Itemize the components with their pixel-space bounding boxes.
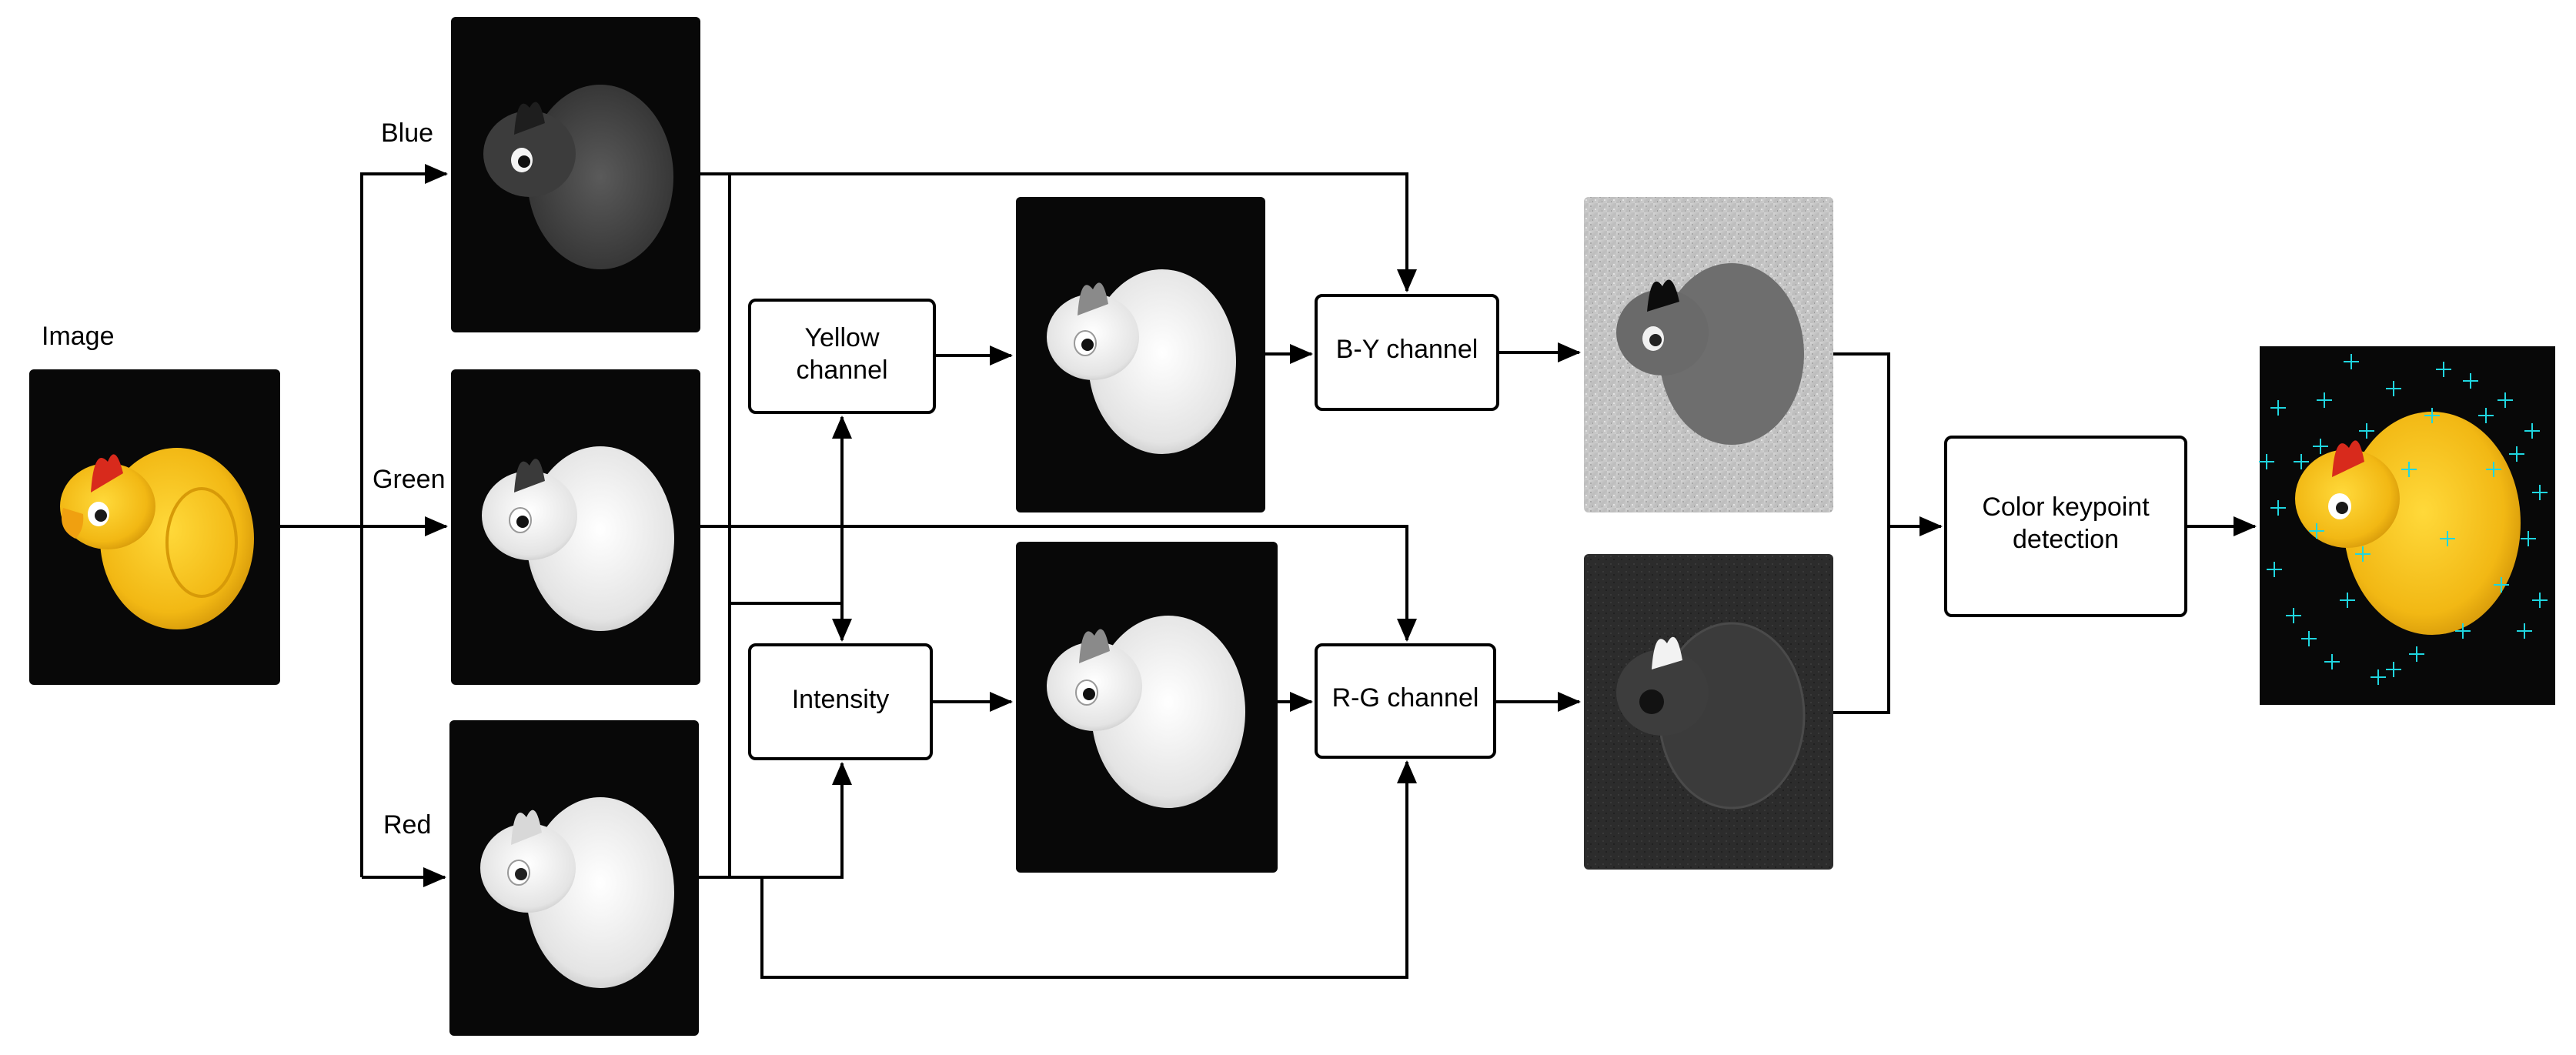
green-label: Green — [373, 465, 446, 494]
rg-channel-label: R-G channel — [1332, 683, 1479, 713]
intensity-box: Intensity — [748, 643, 933, 760]
by-channel-image — [1584, 197, 1833, 512]
intensity-image — [1016, 542, 1278, 873]
by-channel-label: B-Y channel — [1336, 335, 1478, 364]
green-channel-image — [451, 369, 700, 685]
edge-red-to-intensity — [730, 762, 852, 879]
rg-channel-image — [1584, 554, 1833, 870]
color-keypoint-detection-box: Color keypoint detection — [1944, 436, 2187, 617]
by-channel-box: B-Y channel — [1315, 294, 1499, 411]
blue-channel-image — [451, 17, 700, 332]
keypoint-result-image — [2259, 346, 2555, 705]
red-label: Red — [383, 810, 431, 840]
edge-red-to-rg — [760, 760, 1417, 979]
intensity-label: Intensity — [792, 685, 890, 714]
color-keypoint-label-line1: Color keypoint — [1982, 492, 2150, 522]
blue-label: Blue — [381, 119, 433, 148]
edge-to-intensity-top — [730, 602, 852, 642]
rg-channel-box: R-G channel — [1315, 643, 1496, 759]
yellow-channel-box: Yellow channel — [748, 299, 936, 414]
yellow-channel-label-line2: channel — [796, 356, 887, 385]
yellow-channel-label-line1: Yellow — [804, 323, 879, 352]
edge-blue-to-by — [730, 172, 1417, 292]
color-keypoint-label-line2: detection — [2013, 525, 2119, 554]
yellow-channel-image — [1016, 197, 1265, 512]
input-image — [29, 369, 280, 685]
image-label: Image — [42, 322, 115, 351]
keypoint-markers — [2259, 354, 2548, 685]
edge-green-to-rg — [730, 525, 1417, 642]
red-channel-image — [449, 720, 699, 1036]
edge-merge-bracket — [1833, 352, 1890, 714]
